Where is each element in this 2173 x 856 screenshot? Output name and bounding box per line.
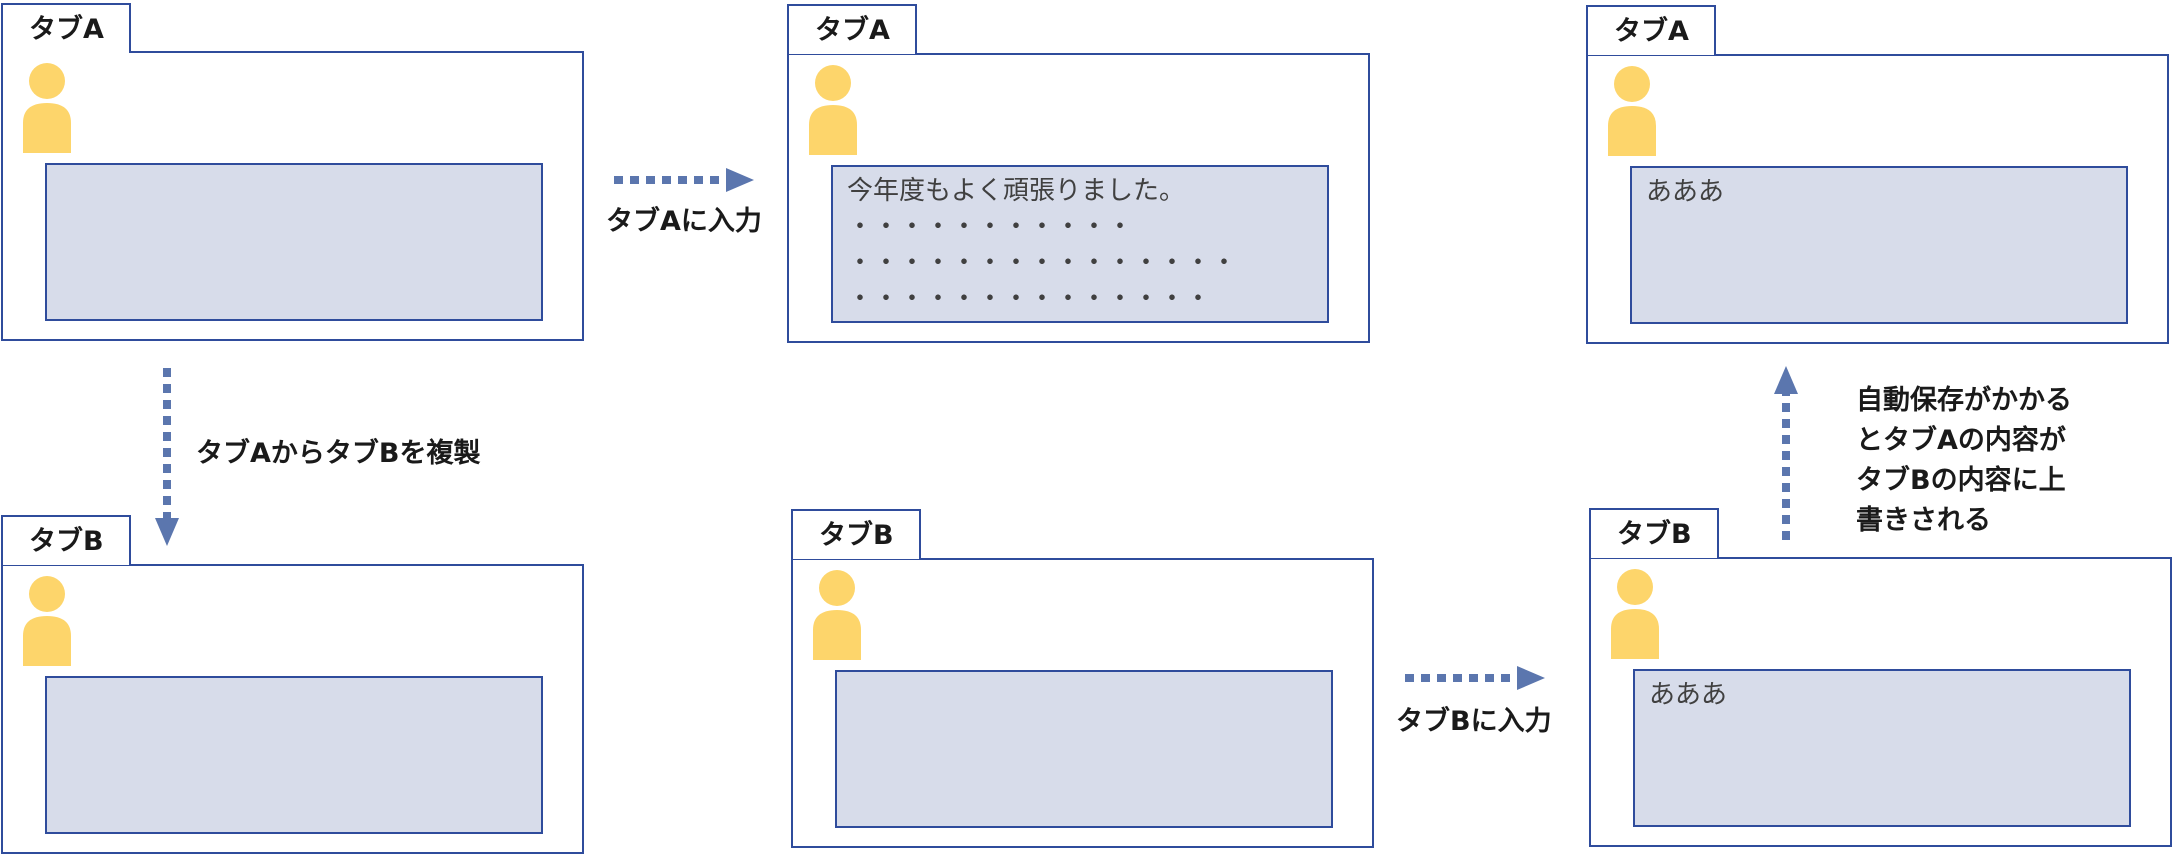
tab-b-text-area[interactable] (835, 670, 1333, 828)
tab-b-header[interactable]: タブB (1589, 508, 1719, 558)
tab-a-window: 今年度もよく頑張りました。 ・・・・・・・・・・・ ・・・・・・・・・・・・・・… (787, 53, 1370, 343)
person-icon (809, 65, 857, 155)
copy-arrow (155, 368, 179, 546)
input-b-arrow (1405, 666, 1545, 690)
autosave-arrow (1774, 366, 1798, 540)
tab-b-window (1, 564, 584, 854)
tab-a-text-area[interactable]: あああ (1630, 166, 2128, 324)
tab-a-text-area[interactable] (45, 163, 543, 321)
person-icon (1611, 569, 1659, 659)
input-a-step-label: タブAに入力 (606, 206, 762, 237)
tab-a-window (1, 51, 584, 341)
tab-a-text-area[interactable]: 今年度もよく頑張りました。 ・・・・・・・・・・・ ・・・・・・・・・・・・・・… (831, 165, 1329, 323)
tab-a-window: あああ (1586, 54, 2169, 344)
tab-b-header[interactable]: タブB (1, 515, 131, 565)
tab-b-text-area[interactable] (45, 676, 543, 834)
person-icon (1608, 66, 1656, 156)
tab-b-text-area[interactable]: あああ (1633, 669, 2131, 827)
autosave-step-label: 自動保存がかかる とタブAの内容が タブBの内容に上 書きされる (1856, 385, 2072, 536)
input-a-arrow (614, 168, 754, 192)
tab-a-header[interactable]: タブA (1, 3, 131, 53)
copy-step-label: タブAからタブBを複製 (196, 438, 481, 469)
input-b-step-label: タブBに入力 (1396, 706, 1552, 737)
person-icon (813, 570, 861, 660)
tab-b-window: あああ (1589, 557, 2172, 847)
person-icon (23, 63, 71, 153)
tab-b-header[interactable]: タブB (791, 509, 921, 559)
tab-a-header[interactable]: タブA (787, 4, 917, 54)
person-icon (23, 576, 71, 666)
tab-a-header[interactable]: タブA (1586, 5, 1716, 55)
tab-b-window (791, 558, 1374, 848)
